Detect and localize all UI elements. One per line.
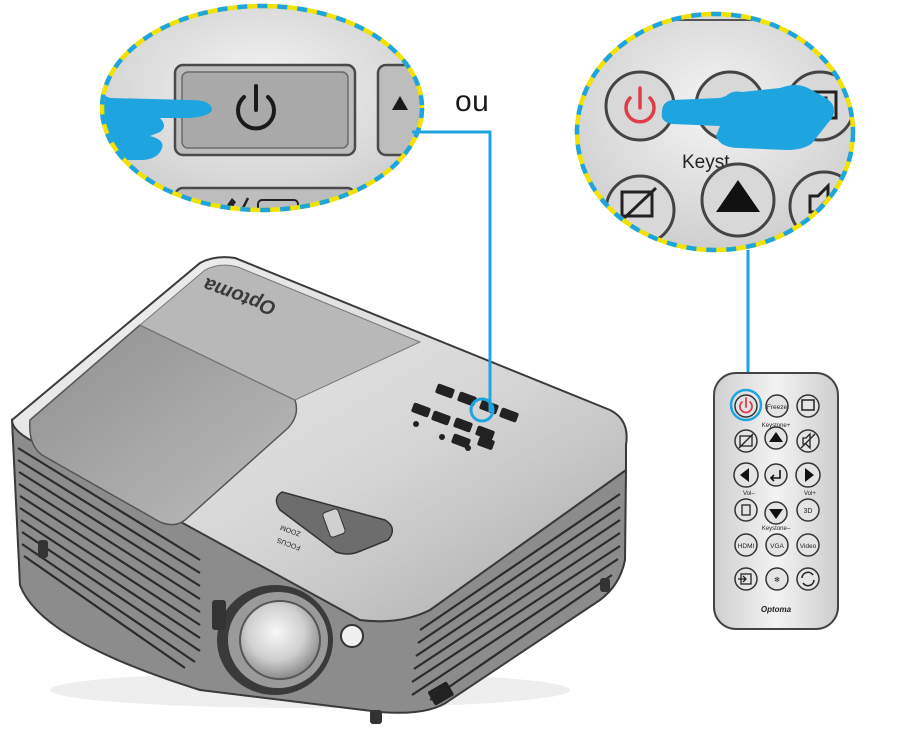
vol-plus-caption: Vol+ <box>804 491 816 497</box>
remote-zoom-callout: Keyst <box>574 11 856 253</box>
arrow-right-icon <box>805 468 814 482</box>
hdmi-label: HDMI <box>738 543 755 550</box>
keystone-minus-caption: Keystone– <box>762 526 791 532</box>
source-icon <box>738 573 752 585</box>
remote-logo: Optoma <box>761 605 792 614</box>
arrow-left-icon <box>740 468 749 482</box>
power-icon <box>624 86 656 124</box>
leader-lines <box>412 130 750 412</box>
remote-aspect-button[interactable] <box>796 394 820 418</box>
arrow-down-icon <box>769 509 783 519</box>
video-label: Video <box>800 543 817 550</box>
remote-power-highlight <box>729 388 763 422</box>
keypad-zoom-callout <box>99 3 425 213</box>
remote-hdmi-button[interactable] <box>734 533 758 557</box>
keystone-plus-caption: Keystone+ <box>762 423 791 429</box>
remote-freeze-button[interactable] <box>765 394 789 418</box>
projector-lens <box>212 585 333 695</box>
three-d-label: 3D <box>804 508 813 515</box>
freeze-label: Freeze <box>767 404 788 411</box>
vent-grille <box>17 447 621 701</box>
or-label: ou <box>455 85 490 118</box>
remote-resync-button[interactable] <box>796 567 820 591</box>
power-icon <box>236 84 276 131</box>
hand-pointer-icon <box>661 85 834 150</box>
remote-menu-button[interactable] <box>734 498 758 522</box>
remote-vga-button[interactable] <box>765 533 789 557</box>
zoom-focus-slider[interactable]: ZOOM FOCUS <box>275 491 394 555</box>
power-icon <box>739 397 753 414</box>
remote-brightness-button[interactable] <box>765 567 789 591</box>
arrow-up-icon <box>769 432 783 442</box>
keypad-power-highlight <box>469 397 495 423</box>
remote-3d-button[interactable] <box>796 498 820 522</box>
remote-enter-button[interactable] <box>764 463 788 487</box>
arrow-up-icon <box>716 180 760 212</box>
projector-keypad <box>411 383 519 451</box>
svg-text:✻: ✻ <box>774 576 780 584</box>
projector: Optoma ZOOM FOCUS <box>10 256 628 724</box>
resync-icon <box>801 571 815 587</box>
mute-icon <box>800 432 816 450</box>
remote-video-button[interactable] <box>796 533 820 557</box>
hand-pointer-icon <box>102 92 212 160</box>
enter-icon <box>769 470 781 482</box>
vga-label: VGA <box>770 543 784 550</box>
vol-minus-caption: Vol– <box>743 491 755 497</box>
keystone-label: Keyst <box>682 152 730 173</box>
ir-receiver <box>340 624 364 648</box>
leader-line-keypad <box>412 130 492 412</box>
remote-control: Freeze Keystone+ Vol– Vol+ 3D Keystone– <box>713 372 839 630</box>
